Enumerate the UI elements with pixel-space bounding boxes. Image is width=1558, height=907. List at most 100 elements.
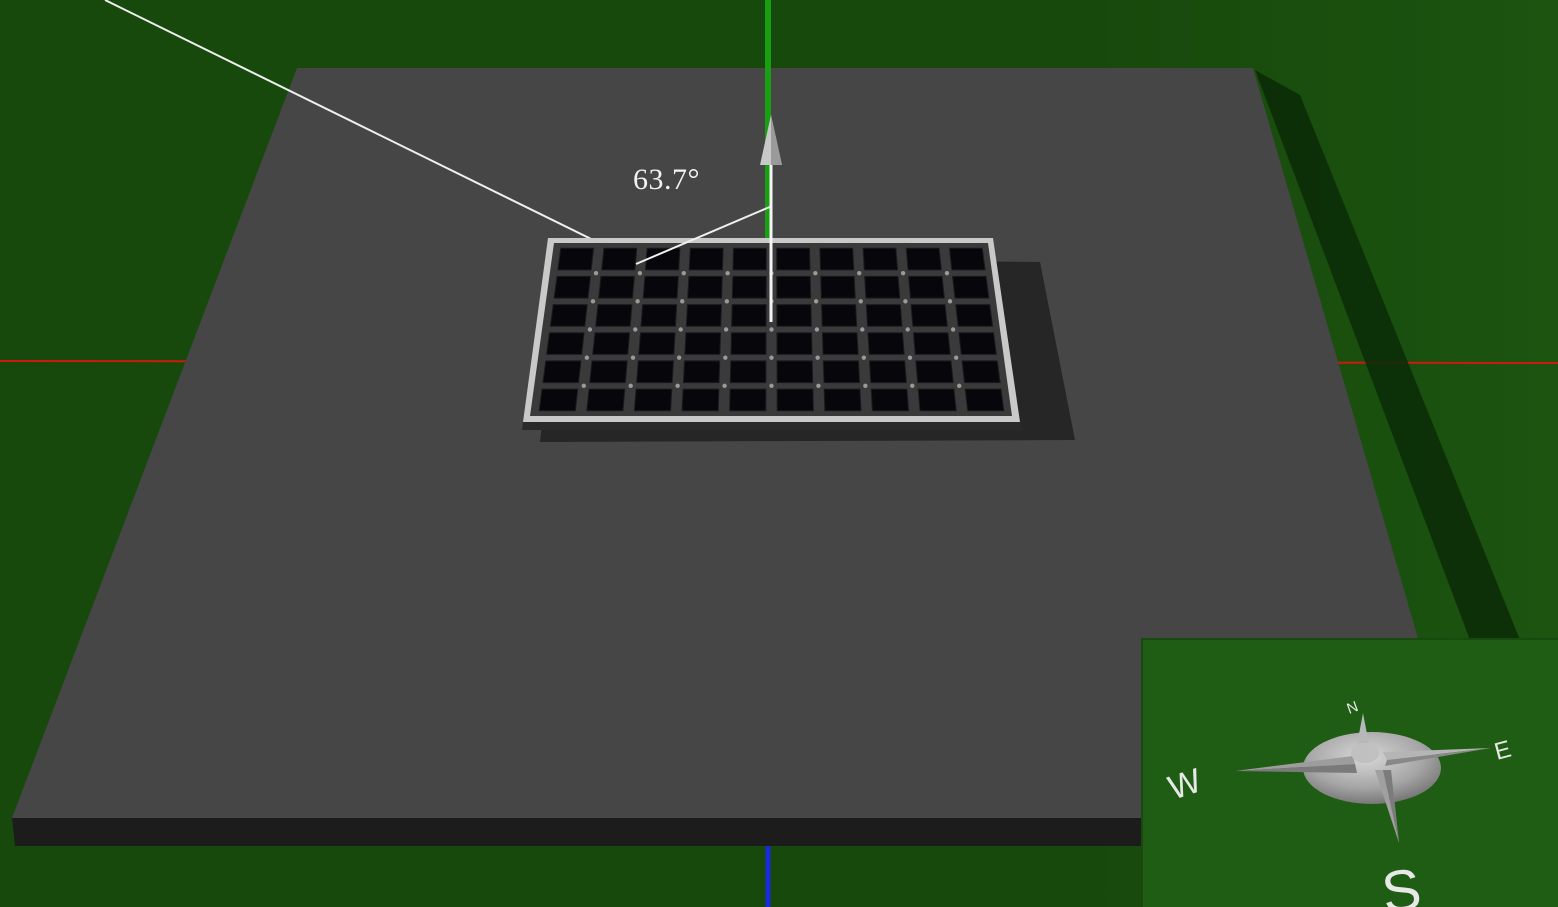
solar-cell (729, 360, 767, 384)
cell-junction-dot (950, 327, 956, 332)
cell-junction-dot (900, 270, 906, 276)
compass-inset[interactable]: N E W S (1141, 638, 1558, 907)
cell-junction-dot (858, 299, 863, 304)
solar-cell (912, 332, 951, 355)
solar-cell (553, 275, 591, 299)
compass-west-needle-lower (1235, 764, 1357, 773)
compass-south-needle-shade (1383, 770, 1399, 843)
solar-cell (732, 247, 767, 271)
platform-top (12, 68, 1470, 818)
solar-cell (823, 388, 862, 412)
solar-cell (821, 304, 858, 327)
solar-cell (867, 332, 905, 355)
cell-junction-dot (813, 270, 818, 276)
platform-side (12, 816, 1468, 846)
cell-junction-dot (587, 327, 593, 332)
compass-west-needle (1235, 756, 1355, 771)
solar-cell (586, 388, 626, 412)
solar-cell (538, 388, 579, 412)
solar-cell (688, 247, 724, 271)
compass-west-label: W (1164, 762, 1206, 808)
solar-cell (776, 360, 814, 384)
solar-cell (729, 388, 767, 412)
cell-junction-dot (957, 383, 962, 389)
compass-north-label: N (1345, 698, 1361, 718)
solar-cell (684, 332, 722, 355)
solar-cell (862, 247, 899, 271)
solar-cell (776, 304, 812, 327)
solar-cell (821, 332, 859, 355)
solar-cell (820, 275, 856, 299)
cell-junction-dot (633, 327, 638, 332)
solar-cell (964, 388, 1005, 412)
solar-cell (958, 332, 997, 355)
cell-junction-dot (814, 327, 820, 332)
solar-cell (589, 360, 628, 384)
solar-panel-cells (538, 247, 1005, 412)
solar-cell (636, 360, 674, 384)
solar-cell (961, 360, 1001, 384)
solar-cell (633, 388, 673, 412)
solar-cell (955, 304, 994, 327)
cell-junction-dot (860, 327, 865, 332)
cell-junction-dot (590, 299, 596, 304)
compass-north-needle (1356, 713, 1370, 750)
solar-cell (908, 275, 945, 299)
solar-cell (546, 332, 585, 355)
solar-cell (917, 388, 957, 412)
compass-rose: N E W S (1164, 698, 1514, 907)
solar-cell (776, 332, 813, 355)
angle-label: 63.7° (633, 163, 700, 196)
cell-junction-dot (861, 355, 867, 360)
solar-cell (870, 388, 910, 412)
cell-junction-dot (723, 355, 728, 360)
cell-junction-dot (630, 355, 636, 360)
cell-junction-dot (863, 383, 868, 389)
solar-cell (776, 275, 812, 299)
solar-cell (905, 247, 942, 271)
solar-cell (952, 275, 990, 299)
cell-junction-dot (953, 355, 959, 360)
solar-cell (644, 247, 681, 271)
solar-cell (642, 275, 679, 299)
solar-cell (822, 360, 861, 384)
cell-junction-dot (593, 270, 599, 276)
platform-shadow (1255, 70, 1520, 640)
solar-cell (685, 304, 722, 327)
compass-hub (1351, 743, 1379, 763)
compass-south-label: S (1378, 856, 1425, 907)
solar-cell (557, 247, 595, 271)
angle-arc-line (635, 205, 773, 265)
cell-junction-dot (722, 383, 727, 389)
compass-east-label: E (1492, 736, 1514, 766)
solar-cell (592, 332, 631, 355)
cell-junction-dot (725, 270, 730, 276)
solar-cell (864, 275, 901, 299)
cell-junction-dot (769, 383, 774, 389)
solar-cell (869, 360, 907, 384)
solar-cell (910, 304, 948, 327)
solar-cell (865, 304, 903, 327)
cell-junction-dot (675, 383, 680, 389)
solar-cell (595, 304, 633, 327)
solar-cell (948, 247, 986, 271)
solar-cell (681, 388, 720, 412)
cell-junction-dot (947, 299, 953, 304)
compass-disc (1303, 732, 1441, 804)
compass-east-needle-lower (1385, 748, 1491, 766)
cell-junction-dot (581, 383, 586, 389)
cell-junction-dot (769, 355, 774, 360)
cell-junction-dot (584, 355, 590, 360)
cell-junction-dot (857, 270, 862, 276)
solar-cell (682, 360, 721, 384)
solar-cell (687, 275, 723, 299)
solar-cell (731, 275, 767, 299)
cell-junction-dot (769, 327, 774, 332)
cell-junction-dot (903, 299, 908, 304)
cell-junction-dot (680, 299, 685, 304)
cell-junction-dot (944, 270, 950, 276)
cell-junction-dot (628, 383, 633, 389)
cell-junction-dot (723, 327, 729, 332)
